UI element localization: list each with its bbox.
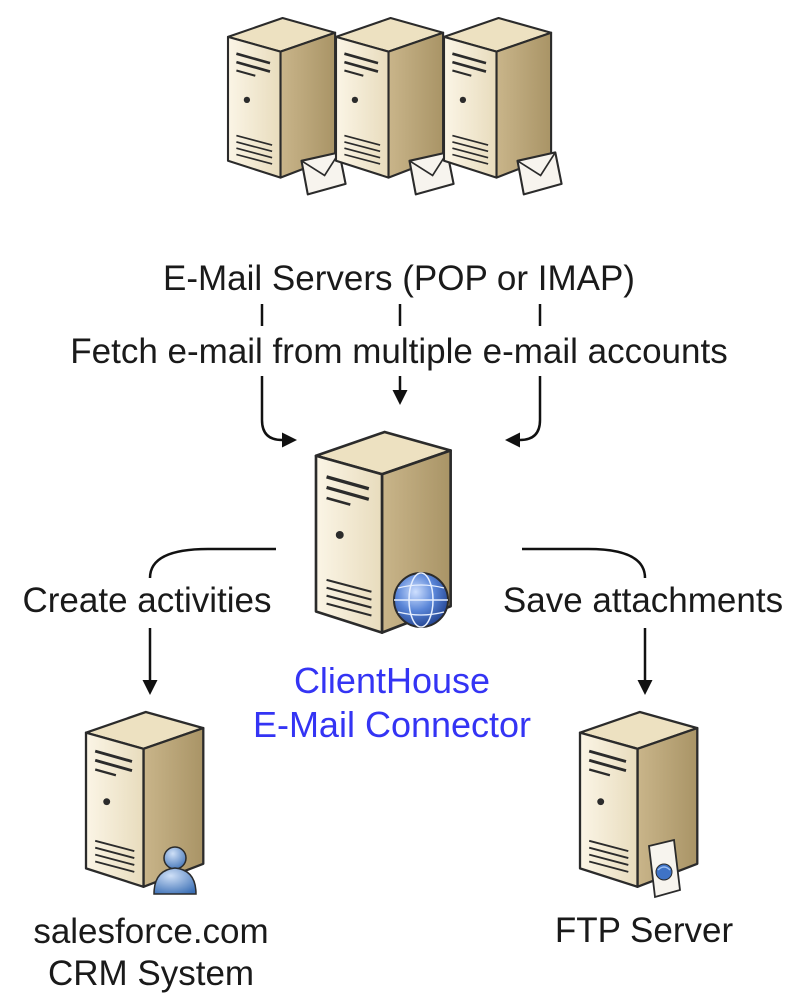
document-icon [648,838,681,899]
mail-server-3 [442,16,563,196]
save-attachments-label: Save attachments [503,581,783,620]
ftp-server [578,710,699,889]
connector-name-label: ClientHouse [294,660,490,701]
globe-icon [393,572,449,628]
envelope-icon [516,151,563,196]
crm-name-label: salesforce.com [33,912,268,951]
fetch-label: Fetch e-mail from multiple e-mail accoun… [70,332,727,371]
save-attachments-arrow [522,547,653,695]
user-icon [153,846,197,895]
fetch-arrows [260,304,542,448]
ftp-server-label: FTP Server [555,911,734,950]
crm-subtitle-label: CRM System [48,954,254,993]
create-activities-arrow [142,547,276,695]
mail-server-1 [226,16,347,196]
connector-subtitle-label: E-Mail Connector [253,704,531,745]
mail-server-2 [334,16,455,196]
create-activities-label: Create activities [23,581,272,620]
mail-servers-label: E-Mail Servers (POP or IMAP) [163,259,635,298]
